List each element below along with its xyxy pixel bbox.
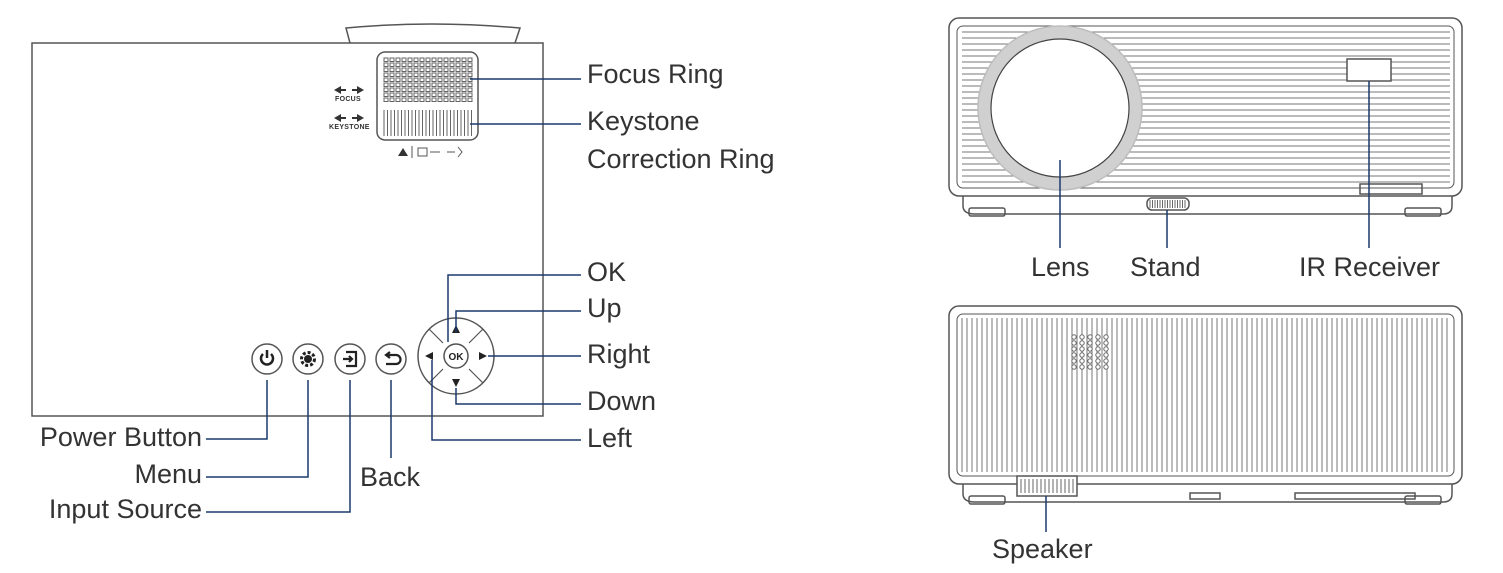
rear-port [1189, 492, 1221, 500]
rear-view [948, 305, 1463, 505]
label-lens: Lens [1031, 252, 1090, 282]
ok-button[interactable] [443, 343, 469, 369]
input-source-icon [343, 350, 358, 368]
menu-button[interactable] [292, 343, 324, 375]
lens-barrel-outline [345, 23, 522, 44]
keystone-arrows-icon [334, 114, 364, 122]
focus-ring [383, 57, 473, 102]
rear-foot-right [1404, 495, 1442, 505]
rear-foot-left [968, 495, 1006, 505]
label-back: Back [360, 462, 421, 492]
leader-power [206, 380, 268, 440]
rear-base [962, 484, 1453, 503]
stand [1146, 197, 1190, 211]
label-input-source: Input Source [48, 494, 202, 524]
left-arrow-icon[interactable] [425, 352, 433, 360]
keystone-indicator-label: KEYSTONE [329, 124, 370, 131]
warning-icon [398, 146, 463, 158]
input-source-button[interactable] [334, 343, 366, 375]
label-stand: Stand [1130, 252, 1201, 282]
ring-housing [376, 51, 479, 141]
power-button[interactable] [251, 343, 283, 375]
leader-down [455, 388, 581, 405]
leader-ok [447, 274, 581, 342]
back-button[interactable] [375, 343, 407, 375]
lens [990, 38, 1130, 178]
front-view-leaders [1059, 81, 1370, 248]
label-ir-receiver: IR Receiver [1299, 252, 1441, 282]
front-slot [1359, 183, 1423, 195]
label-ok: OK [587, 257, 627, 287]
leader-menu [206, 380, 309, 478]
down-arrow-icon[interactable] [452, 379, 460, 387]
label-keystone-line1: Keystone [587, 106, 700, 136]
right-arrow-icon[interactable] [479, 352, 487, 360]
focus-indicator-label: FOCUS [335, 96, 361, 103]
label-up: Up [587, 293, 622, 323]
projector-top-body [31, 42, 544, 417]
keystone-correction-ring [383, 110, 472, 136]
back-icon [384, 351, 402, 366]
rear-grille [961, 318, 1448, 472]
projector-front-body [948, 17, 1463, 197]
top-view-leaders [206, 78, 581, 513]
leader-up [455, 310, 581, 332]
power-icon [259, 350, 275, 366]
stand-teeth [1149, 200, 1186, 208]
ir-receiver [1346, 58, 1392, 82]
top-view: OK [31, 23, 544, 417]
label-left: Left [587, 423, 633, 453]
speaker-grille [1020, 479, 1074, 493]
label-speaker: Speaker [992, 534, 1093, 564]
rear-grille-frame [956, 313, 1455, 477]
settings-icon [300, 351, 316, 367]
speaker-holes [1071, 334, 1109, 370]
label-down: Down [587, 386, 657, 416]
rear-slot [1294, 492, 1416, 500]
front-view [948, 17, 1463, 217]
leader-left [431, 360, 581, 441]
leader-input-source [206, 380, 351, 513]
projector-rear-body [948, 305, 1463, 485]
label-keystone-line2: Correction Ring [587, 144, 775, 174]
label-right: Right [587, 339, 651, 369]
front-foot-left [968, 207, 1006, 217]
speaker [1016, 475, 1078, 497]
ok-key-label: OK [449, 352, 465, 363]
front-foot-right [1404, 207, 1442, 217]
label-menu: Menu [134, 459, 202, 489]
front-base [962, 196, 1453, 215]
front-grille-frame [956, 25, 1455, 189]
focus-arrows-icon [334, 86, 364, 94]
label-power-button: Power Button [39, 422, 202, 452]
label-focus-ring: Focus Ring [587, 59, 724, 89]
